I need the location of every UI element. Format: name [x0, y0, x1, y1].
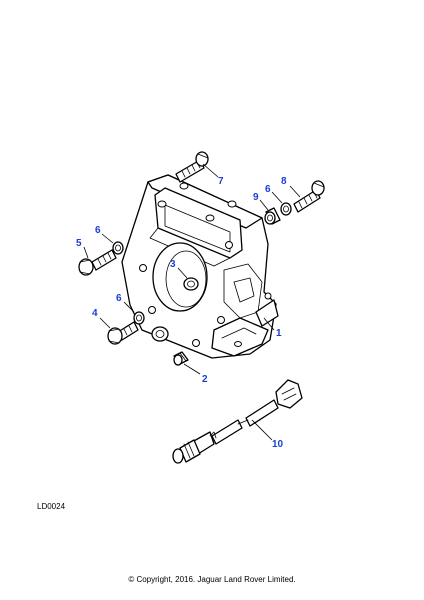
callout-6-left: 6: [95, 225, 101, 236]
callout-2: 2: [202, 374, 208, 385]
callout-8: 8: [281, 176, 287, 187]
sensor-part-10[interactable]: [172, 379, 303, 464]
callout-5: 5: [76, 238, 82, 249]
washer-part-6-upper-right[interactable]: [280, 202, 292, 216]
callout-6-lower: 6: [116, 293, 122, 304]
plug-part-3[interactable]: [183, 277, 199, 291]
bolt-part-5[interactable]: [78, 249, 117, 276]
bolt-part-4[interactable]: [107, 321, 139, 345]
callout-3: 3: [170, 259, 176, 270]
callout-7: 7: [218, 176, 224, 187]
housing-part-1[interactable]: [121, 174, 279, 359]
bolt-part-8[interactable]: [293, 180, 325, 213]
bolt-part-7[interactable]: [175, 151, 209, 183]
washer-part-6-lower[interactable]: [133, 311, 145, 325]
callout-9: 9: [253, 192, 259, 203]
plug-part-2[interactable]: [173, 351, 189, 366]
copyright-notice: © Copyright, 2016. Jaguar Land Rover Lim…: [128, 575, 296, 584]
callout-4: 4: [92, 308, 98, 319]
diagram-reference-code: LD0024: [37, 502, 66, 511]
spacer-part-9[interactable]: [264, 207, 281, 225]
callout-numbers: 1 2 3 4 5 6 6 6 7 8 9 10: [76, 176, 287, 450]
leader-lines: [83, 163, 301, 441]
callout-1: 1: [276, 328, 282, 339]
washer-part-6-left[interactable]: [112, 241, 124, 255]
callout-10: 10: [272, 439, 284, 450]
callout-6-upper-right: 6: [265, 184, 271, 195]
